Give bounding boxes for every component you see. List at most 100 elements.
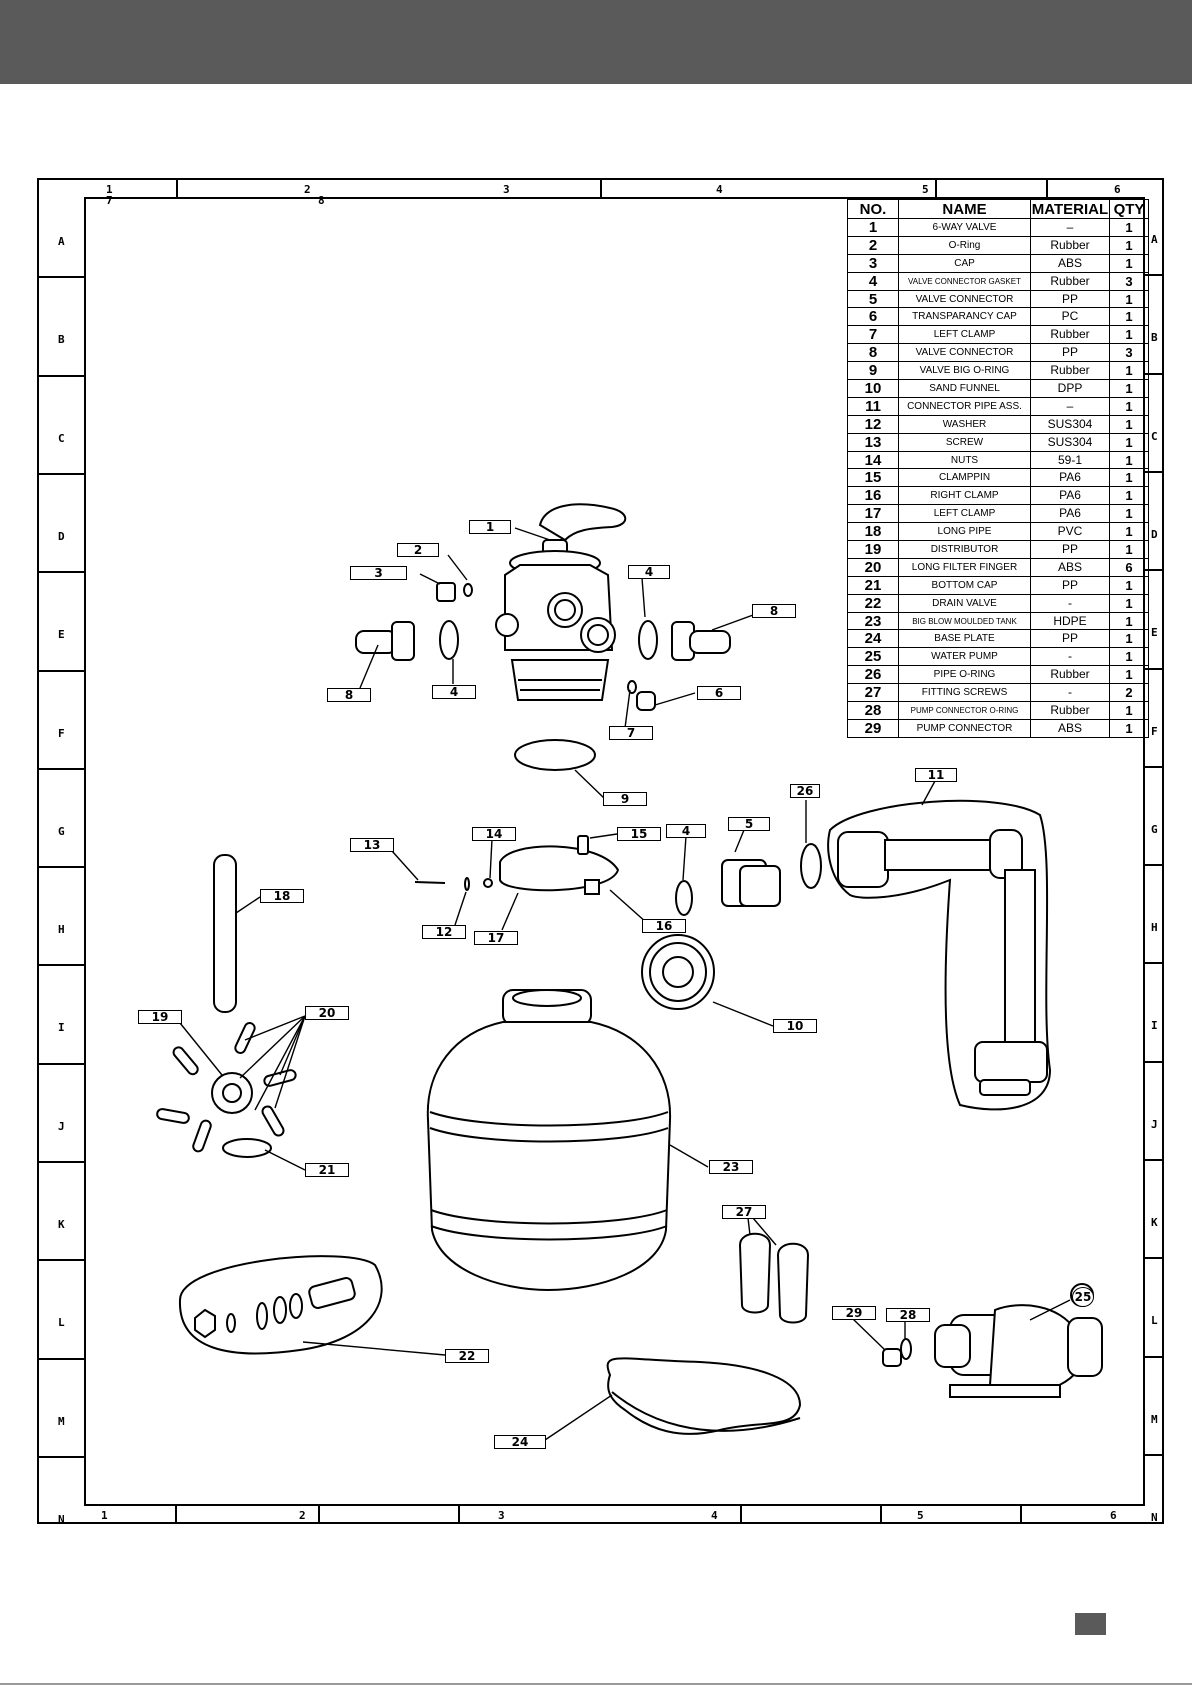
part-name: PIPE O-RING	[898, 665, 1031, 685]
callout-pump: 25	[1072, 1287, 1094, 1307]
ruler-right-label: G	[1151, 822, 1158, 836]
ruler-top-sub-label: 7	[106, 194, 113, 207]
ruler-right-label: B	[1151, 331, 1158, 345]
ruler-tick	[1046, 180, 1048, 197]
part-number: 19	[847, 540, 899, 559]
part-number: 8	[847, 343, 899, 363]
ruler-tick	[1145, 372, 1162, 375]
ruler-right-label: F	[1151, 724, 1158, 738]
ruler-tick	[39, 669, 84, 672]
part-material: PP	[1030, 575, 1110, 595]
ruler-tick	[1145, 864, 1162, 867]
drain-valve	[178, 1255, 383, 1355]
part-name: LEFT CLAMP	[898, 325, 1031, 345]
callout-c22: 22	[445, 1349, 489, 1363]
header-material: MATERIAL	[1030, 199, 1110, 219]
part-material: SUS304	[1030, 414, 1110, 434]
part-material: –	[1030, 396, 1110, 416]
ruler-tick	[39, 1357, 84, 1360]
ruler-tick	[935, 180, 937, 197]
part-qty: 1	[1109, 611, 1149, 631]
part-material: SUS304	[1030, 432, 1110, 452]
part-number: 17	[847, 504, 899, 524]
callout-c8b: 8	[327, 688, 371, 702]
part-name: NUTS	[898, 450, 1031, 470]
part-qty: 1	[1109, 629, 1149, 649]
part-material: ABS	[1030, 253, 1110, 273]
part-number: 23	[847, 611, 899, 631]
ruler-tick	[740, 1506, 742, 1523]
part-qty: 1	[1109, 504, 1149, 524]
header-name: NAME	[898, 199, 1031, 219]
six-way-valve	[495, 503, 627, 701]
part-material: -	[1030, 647, 1110, 667]
callout-c5: 5	[728, 817, 770, 831]
callout-c19: 19	[138, 1010, 182, 1024]
ruler-right-label: K	[1151, 1216, 1158, 1229]
callout-c8a: 8	[752, 604, 796, 618]
part-qty: 1	[1109, 414, 1149, 434]
ruler-top-label: 6	[1114, 183, 1121, 196]
ruler-left-label: G	[58, 824, 65, 838]
part-qty: 1	[1109, 325, 1149, 345]
ruler-bottom-label: 4	[711, 1509, 718, 1522]
ruler-tick	[1145, 1453, 1162, 1456]
ruler-tick	[39, 767, 84, 770]
callout-c29: 29	[832, 1306, 876, 1320]
ruler-top-sub-label: 8	[318, 194, 325, 207]
valve-connector-left	[355, 621, 415, 661]
callout-c18: 18	[260, 889, 304, 903]
part-name: SAND FUNNEL	[898, 379, 1031, 398]
part-number: 4	[847, 271, 899, 291]
part-name: VALVE CONNECTOR	[898, 289, 1031, 309]
part-number: 6	[847, 307, 899, 327]
callout-c14: 14	[472, 827, 516, 841]
ruler-left-label: J	[58, 1119, 65, 1133]
part-number: 24	[847, 629, 899, 649]
part-number: 7	[847, 325, 899, 345]
big-o-ring	[514, 739, 596, 771]
pump-connector-o-ring	[900, 1338, 912, 1360]
part-material: ABS	[1030, 557, 1110, 577]
callout-c4a: 4	[628, 565, 670, 579]
part-material: PVC	[1030, 522, 1110, 542]
part-qty: 3	[1109, 343, 1149, 363]
ruler-tick	[176, 180, 178, 197]
part-number: 14	[847, 450, 899, 470]
ruler-left-label: N	[58, 1512, 65, 1526]
ruler-tick	[1145, 569, 1162, 572]
part-material: Rubber	[1030, 701, 1110, 720]
part-name: BASE PLATE	[898, 629, 1031, 649]
ruler-right-label: E	[1151, 626, 1158, 640]
callout-c15: 15	[617, 827, 661, 841]
part-name: WASHER	[898, 414, 1031, 434]
ruler-right-label: D	[1151, 527, 1158, 541]
part-name: VALVE BIG O-RING	[898, 361, 1031, 381]
part-material: HDPE	[1030, 611, 1110, 631]
ruler-tick	[39, 866, 84, 869]
callout-c3: 3	[350, 566, 407, 580]
part-qty: 1	[1109, 253, 1149, 273]
part-material: -	[1030, 593, 1110, 613]
callout-c16: 16	[642, 919, 686, 933]
part-material: PA6	[1030, 504, 1110, 524]
part-qty: 1	[1109, 575, 1149, 595]
drawing-frame-outer	[37, 178, 1164, 1524]
part-qty: 6	[1109, 557, 1149, 577]
callout-c4b: 4	[432, 685, 476, 699]
callout-c28: 28	[886, 1308, 930, 1322]
ruler-tick	[1145, 765, 1162, 768]
